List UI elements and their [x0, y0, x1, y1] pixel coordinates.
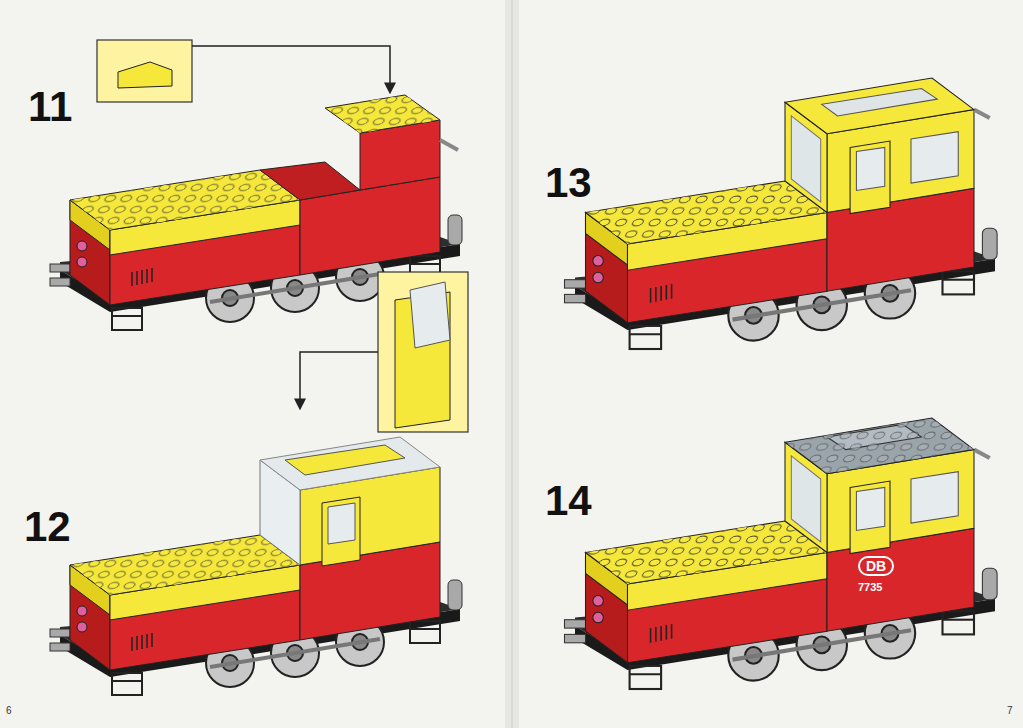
- loco-number: 7735: [858, 582, 882, 593]
- logo-text: DB: [858, 556, 894, 576]
- page-number: 7: [1007, 706, 1013, 716]
- page-number: 6: [6, 706, 12, 716]
- step-number: 12: [24, 506, 71, 548]
- step-number: 11: [28, 86, 72, 128]
- step-number: 13: [545, 162, 592, 204]
- step-number: 14: [545, 480, 592, 522]
